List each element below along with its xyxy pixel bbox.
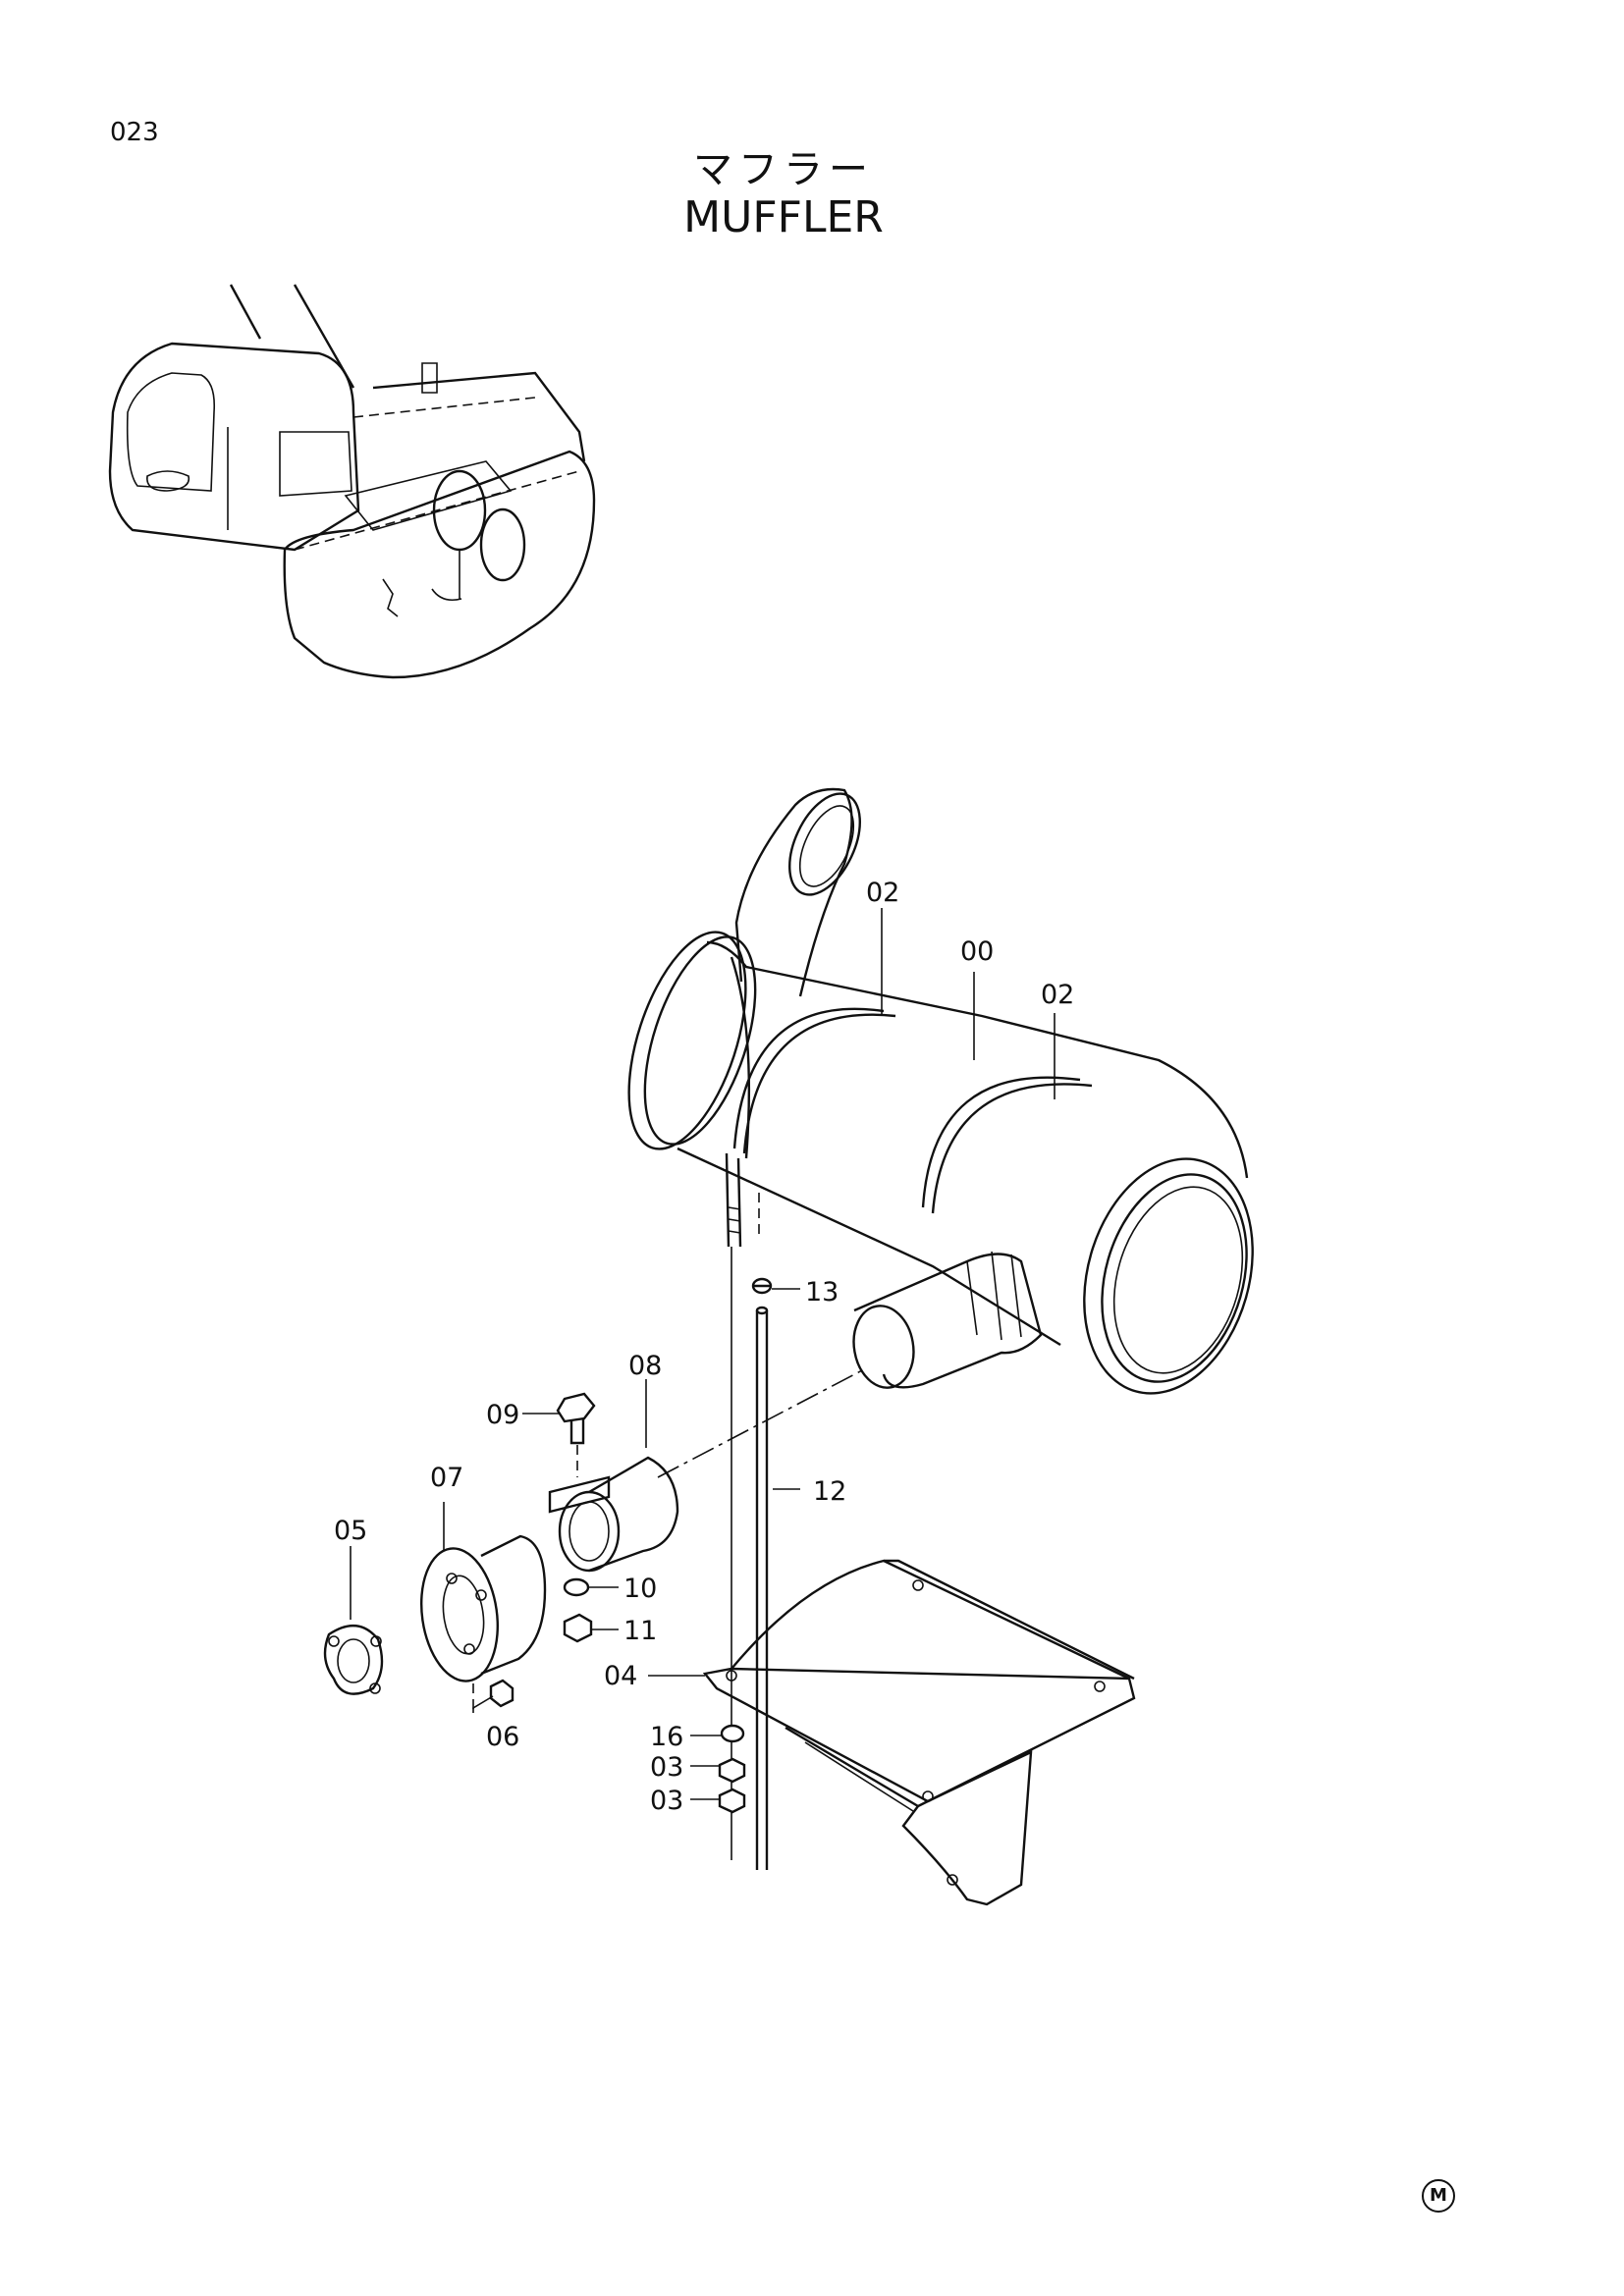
callout-16: 16 [650, 1722, 683, 1752]
spacer-16 [720, 1724, 745, 1743]
nut-11 [563, 1613, 593, 1643]
bolt-09 [556, 1392, 596, 1477]
clamp-13 [751, 1277, 773, 1295]
callout-12: 12 [813, 1476, 846, 1507]
callout-06: 06 [486, 1722, 519, 1752]
nut-06 [489, 1679, 514, 1708]
callout-03-a: 03 [650, 1752, 683, 1783]
stud-rod [731, 1247, 769, 1870]
callout-02-a: 02 [866, 878, 899, 908]
callout-09: 09 [486, 1400, 519, 1430]
nut-03-b [718, 1788, 746, 1814]
callout-07: 07 [430, 1463, 463, 1493]
callout-08: 08 [628, 1351, 662, 1381]
leader-lines [350, 908, 1056, 1800]
callout-labels: 02 00 02 13 08 09 07 05 06 12 10 11 04 1… [334, 878, 1074, 1816]
callout-13: 13 [805, 1277, 839, 1308]
callout-03-b: 03 [650, 1786, 683, 1816]
nut-03-a [718, 1757, 746, 1784]
muffler-body [627, 787, 1254, 1395]
page-title-japanese: マフラー [693, 147, 874, 192]
callout-04: 04 [604, 1661, 637, 1691]
callout-10: 10 [623, 1574, 657, 1604]
page-title: MUFFLER [683, 192, 884, 242]
page-number: 023 [110, 118, 159, 147]
callout-02-b: 02 [1041, 980, 1074, 1010]
callout-00: 00 [960, 936, 994, 967]
excavator-location-thumbnail [108, 284, 596, 679]
callout-11: 11 [623, 1616, 657, 1646]
washer-10 [563, 1577, 590, 1597]
gasket-05 [323, 1625, 384, 1695]
flange-pipe-07 [419, 1534, 547, 1713]
center-line [657, 1368, 865, 1478]
corner-mark: M [1422, 2179, 1455, 2213]
pipe-08 [548, 1456, 679, 1573]
bracket-04 [702, 1559, 1136, 1906]
callout-05: 05 [334, 1516, 367, 1546]
